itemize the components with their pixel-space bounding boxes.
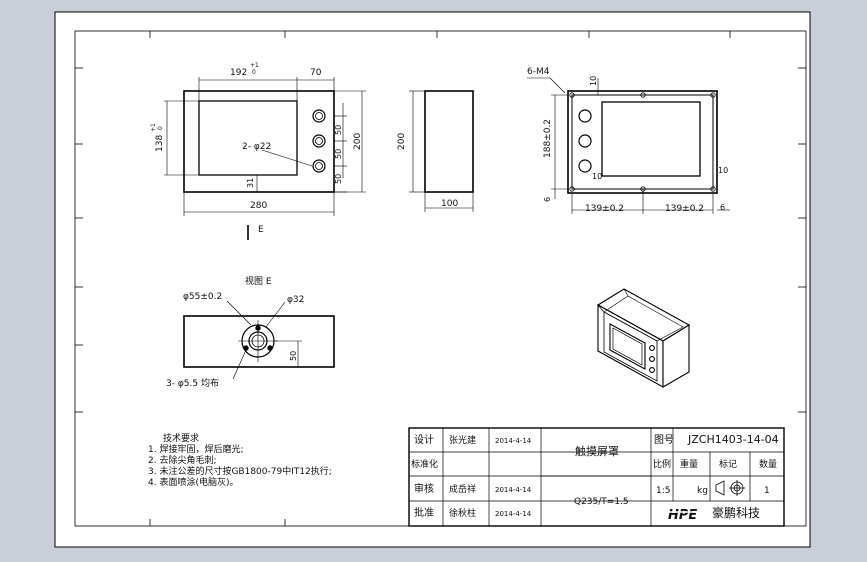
tb-drawing-no: JZCH1403-14-04 (687, 433, 779, 446)
dim-width-top: 192 (230, 68, 247, 78)
dim-r2: 50 (334, 149, 343, 159)
back-outline (567, 90, 718, 194)
side-outline (424, 90, 474, 193)
dim-r1: 50 (334, 125, 343, 135)
button-hole-2 (312, 134, 326, 148)
tb-company: 豪鹏科技 (712, 505, 760, 520)
side-view (409, 90, 474, 212)
tb-weight-unit: kg (697, 486, 708, 496)
tech-requirements: 技术要求 1. 焊接牢固，焊后磨光; 2. 去除尖角毛刺; 3. 未注公差的尺寸… (148, 432, 332, 488)
tb-review-label: 审核 (414, 482, 434, 495)
view-e (183, 300, 335, 380)
isometric-view (596, 288, 691, 388)
dim-bottom-gap: 31 (246, 178, 255, 188)
tech-item-1: 1. 焊接牢固，焊后磨光; (148, 443, 243, 455)
tb-drawing-no-label: 图号 (654, 434, 674, 446)
tb-weight-label: 重量 (680, 458, 698, 470)
tb-approve-label: 批准 (414, 506, 434, 519)
tb-qty: 1 (764, 486, 770, 496)
hole-callout: 2- φ22 (242, 142, 271, 152)
back-dim-half1: 139±0.2 (585, 204, 624, 214)
dim-left-side: 138 (155, 135, 165, 152)
tb-design-date: 2014-4-14 (495, 437, 532, 445)
tech-item-4: 4. 表面喷涂(电脑灰)。 (148, 476, 238, 488)
dim-tol-top: +1 (250, 62, 259, 69)
back-view (527, 77, 730, 214)
dim-tol-top-0: 0 (252, 69, 256, 76)
front-outline (183, 90, 335, 193)
back-dim-bottom-6: 6 (543, 197, 552, 202)
projection-symbol-icon (715, 480, 745, 496)
side-dim-height: 200 (397, 133, 407, 150)
view-e-dia-small: φ32 (287, 295, 304, 305)
button-hole-1 (312, 109, 326, 123)
view-e-outline (183, 315, 335, 368)
back-dim-10a: 10 (592, 172, 602, 181)
company-logo-icon: HPE (667, 505, 701, 523)
dim-r3: 50 (334, 174, 343, 184)
center-marks (75, 31, 806, 526)
dim-right-top: 70 (310, 68, 322, 78)
view-e-dia-big: φ55±0.2 (183, 292, 222, 302)
back-dim-half2: 139±0.2 (665, 204, 704, 214)
tb-design-name: 张光建 (449, 434, 476, 446)
section-marker: E (247, 225, 264, 240)
view-e-title: 视图 E (245, 275, 272, 287)
tb-review-name: 成岳祥 (449, 483, 476, 495)
dim-total-h: 200 (353, 133, 363, 150)
back-dim-10b: 10 (718, 166, 728, 175)
tb-approve-name: 徐秋柱 (449, 507, 476, 519)
button-hole-3 (312, 159, 326, 173)
tb-mark-label: 标记 (719, 458, 737, 470)
tb-design-label: 设计 (414, 433, 434, 446)
thread-hole (569, 92, 575, 98)
tb-material: Q235/T=1.5 (574, 497, 629, 507)
back-dim-right-6: 6 (720, 203, 725, 212)
tb-approve-date: 2014-4-14 (495, 510, 532, 518)
svg-text:E: E (258, 225, 264, 235)
tb-scale-label: 比例 (653, 458, 671, 470)
side-dim-width: 100 (441, 199, 458, 209)
svg-text:HPE: HPE (668, 508, 697, 523)
tech-item-2: 2. 去除尖角毛刺; (148, 454, 216, 466)
back-dim-top-small: 10 (589, 76, 598, 86)
tb-std-label: 标准化 (411, 458, 438, 470)
thread-callout: 6-M4 (527, 67, 550, 77)
view-e-height: 50 (289, 351, 298, 361)
view-e-holes: 3- φ5.5 均布 (166, 377, 219, 389)
title-block (408, 427, 785, 527)
tb-scale: 1:5 (656, 486, 670, 496)
front-view (164, 77, 366, 216)
front-screen-window (198, 100, 298, 176)
tb-qty-label: 数量 (759, 458, 777, 470)
dim-left-tol: +1 (150, 123, 157, 132)
tb-part-name: 触摸屏罩 (575, 444, 619, 458)
tech-title: 技术要求 (163, 432, 199, 444)
back-dim-left-h: 188±0.2 (543, 119, 553, 158)
dim-width: 280 (250, 201, 267, 211)
back-screen-window (601, 101, 701, 177)
tb-review-date: 2014-4-14 (495, 486, 532, 494)
dim-left-tol-0: 0 (157, 126, 164, 130)
tech-item-3: 3. 未注公差的尺寸按GB1800-79中IT12执行; (148, 465, 332, 477)
